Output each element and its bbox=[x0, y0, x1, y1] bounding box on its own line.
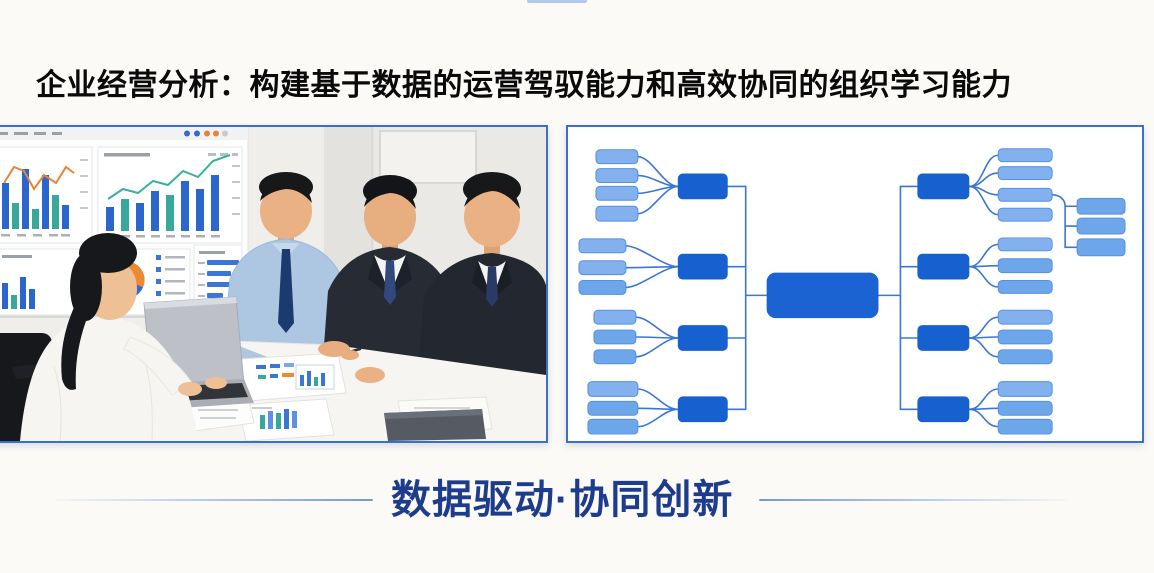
mindmap-svg bbox=[578, 148, 1126, 435]
mindmap-node bbox=[997, 280, 1053, 294]
man1-hair bbox=[260, 179, 312, 203]
mindmap-node bbox=[587, 400, 639, 416]
mindmap-node bbox=[997, 166, 1053, 180]
mindmap-node bbox=[997, 400, 1053, 416]
mindmap-node bbox=[997, 418, 1053, 435]
mindmap-node bbox=[593, 349, 637, 365]
man1-tie bbox=[278, 249, 294, 333]
woman-arm bbox=[123, 336, 193, 396]
mindmap-node bbox=[997, 207, 1053, 222]
mindmap-node bbox=[677, 253, 728, 280]
notebook bbox=[384, 409, 486, 441]
mindmap-node bbox=[1076, 217, 1126, 235]
man-blue-shirt bbox=[221, 172, 351, 360]
mindmap-node bbox=[997, 237, 1053, 252]
mindmap-node bbox=[997, 381, 1053, 397]
mindmap-node bbox=[578, 238, 627, 254]
mindmap-node bbox=[1076, 197, 1126, 215]
meeting-photo-panel bbox=[0, 125, 548, 443]
bar-line-chart-left bbox=[0, 146, 93, 244]
divider-line-left bbox=[55, 499, 373, 501]
mindmap-node bbox=[587, 381, 639, 397]
mindmap-node bbox=[917, 325, 970, 351]
mindmap-node bbox=[677, 396, 728, 423]
mindmap-node bbox=[578, 280, 627, 295]
mindmap-node bbox=[595, 149, 639, 165]
mindmap-panel bbox=[566, 125, 1144, 443]
mindmap-node bbox=[917, 396, 970, 423]
meeting-photo bbox=[0, 127, 546, 441]
mindmap-node bbox=[595, 205, 639, 222]
divider-line-right bbox=[759, 499, 1067, 501]
mindmap-node bbox=[997, 258, 1053, 274]
menubar-text-placeholders bbox=[0, 132, 62, 135]
teal-trend-line bbox=[107, 154, 231, 200]
man2-tie bbox=[384, 261, 396, 305]
top-accent-bar bbox=[527, 0, 587, 3]
mindmap-node bbox=[595, 168, 639, 183]
mindmap-node bbox=[997, 148, 1053, 163]
page-title: 企业经营分析：构建基于数据的运营驾驭能力和高效协同的组织学习能力 bbox=[36, 69, 1012, 103]
woman-ponytail bbox=[61, 303, 89, 390]
mindmap-node bbox=[578, 260, 627, 276]
mindmap-node bbox=[593, 329, 637, 345]
mindmap-node bbox=[997, 329, 1053, 345]
report-paper-center bbox=[239, 352, 347, 402]
mini-bar-chart bbox=[0, 248, 83, 316]
mindmap-node bbox=[917, 253, 970, 280]
mindmap-node bbox=[997, 187, 1053, 202]
man-dark-suit-right bbox=[416, 172, 546, 397]
chart-paper-bottom bbox=[237, 398, 335, 441]
mindmap-node bbox=[997, 309, 1053, 325]
man3-hands bbox=[355, 367, 385, 383]
woman-hand bbox=[178, 382, 202, 396]
bar-line-chart-right bbox=[97, 146, 243, 244]
tagline-row: 数据驱动·协同创新 bbox=[55, 476, 1067, 524]
man3-tie bbox=[486, 267, 498, 307]
mindmap-center-node bbox=[766, 272, 879, 319]
orange-trend-line bbox=[3, 165, 75, 191]
mindmap-node bbox=[1076, 238, 1126, 257]
mindmap-node bbox=[677, 173, 728, 200]
wall-frame bbox=[379, 130, 477, 184]
status-dots-icon bbox=[184, 130, 228, 137]
woman-presenter bbox=[0, 233, 227, 441]
mindmap-node bbox=[587, 418, 639, 435]
mindmap-node bbox=[997, 349, 1053, 365]
dashboard-menubar bbox=[0, 127, 248, 140]
man3-suit bbox=[416, 253, 546, 397]
mindmap-node bbox=[917, 173, 970, 200]
mindmap-node bbox=[677, 325, 728, 351]
mindmap-node bbox=[595, 185, 639, 201]
mindmap-node bbox=[593, 309, 637, 325]
tagline-text: 数据驱动·协同创新 bbox=[391, 478, 734, 522]
